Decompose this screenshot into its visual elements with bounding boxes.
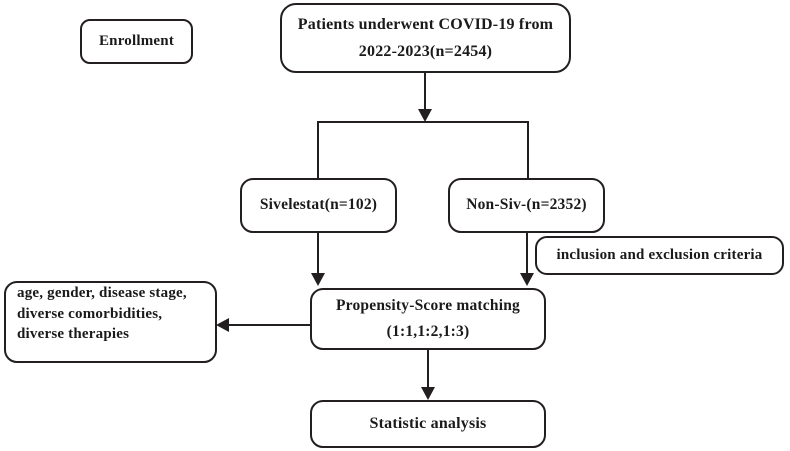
- node-inclusion-exclusion-criteria[interactable]: inclusion and exclusion criteria: [535, 236, 784, 275]
- connector-sivelestat-to-psm: [317, 233, 320, 275]
- node-matching-covariates-line3: diverse therapies: [17, 326, 130, 343]
- node-matching-covariates[interactable]: age, gender, disease stage, diverse como…: [4, 281, 217, 363]
- node-matching-covariates-line2: diverse comorbidities,: [17, 305, 163, 322]
- connector-cohort-stem: [424, 73, 427, 111]
- arrowhead-psm-to-statistics: [421, 387, 435, 400]
- connector-non-sivelestat-to-psm: [526, 233, 529, 275]
- arrowhead-psm-to-covariates: [216, 318, 229, 332]
- arrowhead-cohort-split: [418, 109, 432, 122]
- connector-psm-to-statistics: [427, 350, 430, 390]
- connector-split-bar: [317, 121, 529, 124]
- node-propensity-score-matching-line1: Propensity-Score matching: [336, 297, 520, 315]
- node-propensity-score-matching[interactable]: Propensity-Score matching (1:1,1:2,1:3): [310, 288, 546, 350]
- node-propensity-score-matching-line2: (1:1,1:2,1:3): [386, 322, 470, 340]
- node-covid-cohort-line1: Patients underwent COVID-19 from: [297, 15, 554, 33]
- connector-psm-to-covariates: [229, 324, 312, 327]
- arrowhead-sivelestat-to-psm: [311, 273, 325, 286]
- node-non-sivelestat-label: Non-Siv-(n=2352): [466, 196, 587, 214]
- node-statistic-analysis[interactable]: Statistic analysis: [310, 400, 546, 448]
- node-non-sivelestat-group[interactable]: Non-Siv-(n=2352): [448, 178, 605, 233]
- node-inclusion-exclusion-criteria-label: inclusion and exclusion criteria: [556, 246, 763, 263]
- arrowhead-non-sivelestat-to-psm: [520, 273, 534, 286]
- node-sivelestat-label: Sivelestat(n=102): [259, 196, 378, 214]
- node-covid-cohort[interactable]: Patients underwent COVID-19 from 2022-20…: [280, 3, 571, 73]
- node-covid-cohort-line2: 2022-2023(n=2454): [358, 43, 493, 60]
- node-sivelestat-group[interactable]: Sivelestat(n=102): [240, 178, 397, 233]
- node-statistic-analysis-label: Statistic analysis: [369, 415, 487, 433]
- node-matching-covariates-line1: age, gender, disease stage,: [17, 285, 187, 301]
- node-enrollment[interactable]: Enrollment: [80, 19, 193, 64]
- node-enrollment-label: Enrollment: [98, 32, 175, 49]
- connector-split-left-drop: [317, 121, 320, 179]
- connector-split-right-drop: [527, 121, 530, 179]
